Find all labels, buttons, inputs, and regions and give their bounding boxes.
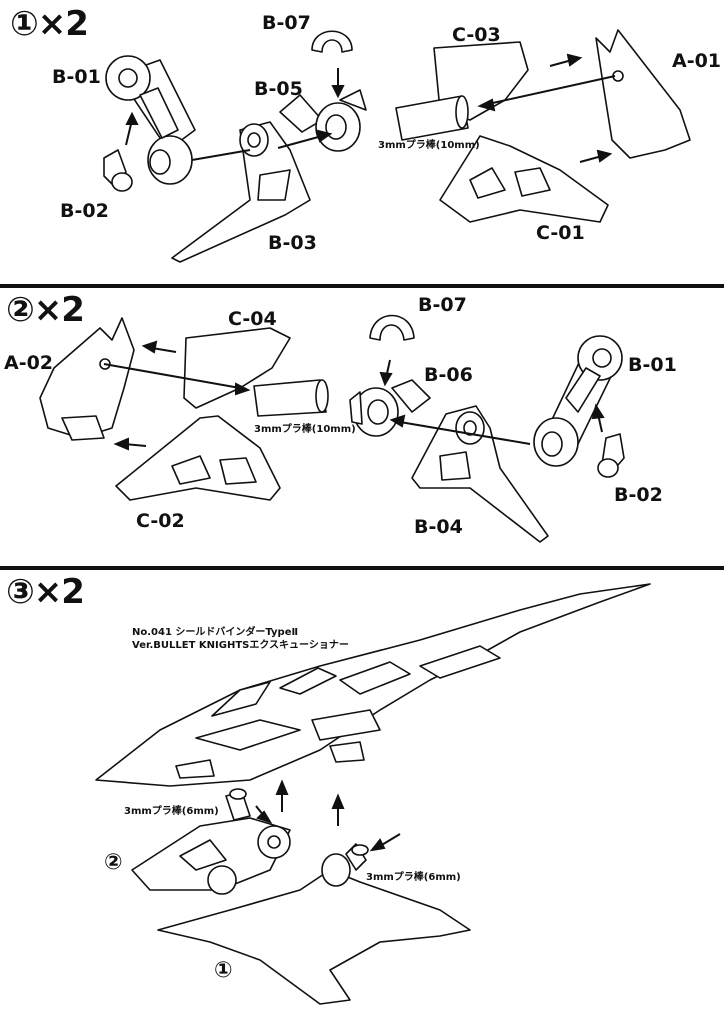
rod-label-6mm-left: 3mmプラ棒(6mm) (124, 806, 219, 817)
step-3-section: ③×2 No.041 シールドバインダーTypeⅡ Ver.BULLET KNI… (0, 570, 724, 1024)
rod-label-6mm-right: 3mmプラ棒(6mm) (366, 872, 461, 883)
divider-1 (0, 284, 724, 288)
sub-assembly-1 (158, 844, 470, 1004)
sub-assembly-2-marker: ② (104, 850, 123, 875)
step-1-illustration (0, 0, 724, 284)
label-a02: A-02 (4, 352, 54, 374)
label-c01: C-01 (536, 222, 585, 244)
part-c04-plate (184, 328, 290, 408)
part-b01-arm-2 (534, 336, 622, 466)
part-a01-shield (596, 30, 690, 158)
part-c01-plate (440, 136, 608, 222)
label-b01: B-01 (52, 66, 101, 88)
part-b06-hub (350, 380, 430, 436)
part-b07-arch-2 (370, 316, 414, 341)
arrow-icon (126, 55, 615, 162)
step-1-section: ①×2 (0, 0, 724, 284)
sub-assembly-2 (132, 789, 290, 894)
label-b02-2: B-02 (614, 484, 663, 506)
rod-10mm-step2 (254, 380, 328, 416)
rod-label-step2: 3mmプラ棒(10mm) (254, 424, 356, 435)
sub-assembly-1-marker: ① (214, 958, 233, 983)
label-c03: C-03 (452, 24, 501, 46)
product-title-line1: No.041 シールドバインダーTypeⅡ (132, 627, 299, 638)
part-c02-plate (116, 416, 280, 500)
rod-label-step1: 3mmプラ棒(10mm) (378, 140, 480, 151)
label-b03: B-03 (268, 232, 317, 254)
label-b01-2: B-01 (628, 354, 677, 376)
step-2-illustration (0, 288, 724, 566)
step-2-heading: ②×2 (6, 290, 85, 330)
part-b02-joint (104, 150, 132, 191)
part-b07-arch (312, 31, 352, 52)
divider-2 (0, 566, 724, 570)
label-c04: C-04 (228, 308, 277, 330)
label-c02: C-02 (136, 510, 185, 532)
step-1-heading: ①×2 (10, 4, 89, 44)
step-3-heading: ③×2 (6, 572, 85, 612)
arrow-icon (256, 782, 400, 850)
part-b01-arm (106, 56, 195, 184)
part-a02-shield (40, 318, 134, 440)
label-b07-2: B-07 (418, 294, 467, 316)
part-b05-hub (280, 90, 366, 151)
part-b02-joint-2 (598, 434, 624, 477)
label-b07: B-07 (262, 12, 311, 34)
label-b02: B-02 (60, 200, 109, 222)
step-3-illustration (0, 570, 724, 1024)
step-2-section: ②×2 (0, 288, 724, 566)
label-a01: A-01 (672, 50, 722, 72)
product-title-line2: Ver.BULLET KNIGHTSエクスキューショナー (132, 640, 349, 651)
label-b05: B-05 (254, 78, 303, 100)
assembled-shield-binder (96, 584, 650, 786)
part-b03-blade (172, 122, 310, 262)
label-b06: B-06 (424, 364, 473, 386)
arrow-icon (104, 342, 603, 449)
label-b04: B-04 (414, 516, 463, 538)
rod-10mm-step1 (396, 96, 468, 140)
